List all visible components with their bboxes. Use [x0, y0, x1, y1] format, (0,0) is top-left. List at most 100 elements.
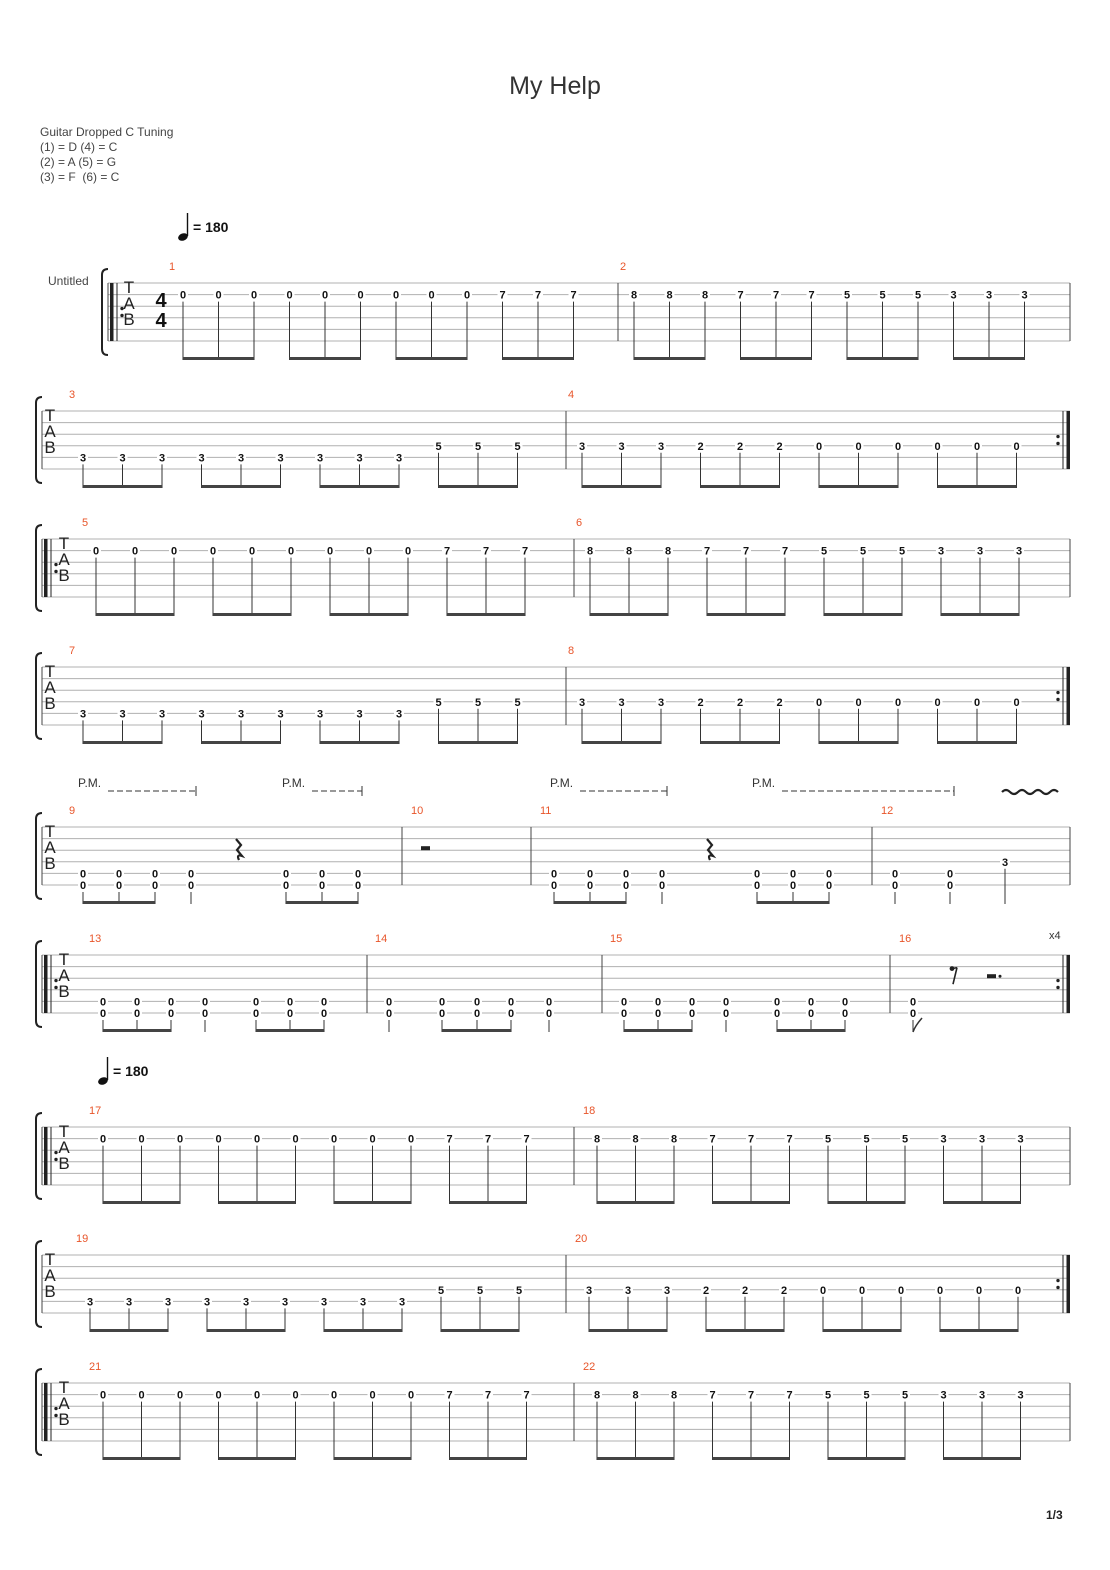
fret-number: 7 [782, 546, 788, 558]
fret-number: 0 [171, 546, 177, 558]
beam [819, 741, 898, 744]
fret-bg [114, 880, 124, 890]
fret-number: 7 [704, 546, 710, 558]
fret-bg [972, 440, 982, 451]
fret-number: 7 [499, 290, 505, 302]
fret-bg [657, 868, 667, 879]
beam [590, 613, 668, 616]
fret-number: 0 [331, 1390, 337, 1402]
fret-bg [890, 868, 900, 879]
fret-bg [275, 452, 286, 463]
fret-number: 3 [282, 1296, 288, 1308]
repeat-start-thick-bar [44, 539, 48, 597]
fret-number: 2 [776, 697, 782, 709]
fret-bg [397, 1296, 407, 1307]
fret-bg [861, 1133, 872, 1144]
fret-number: 0 [100, 1134, 106, 1146]
beam [90, 1329, 168, 1332]
fret-bg [483, 1133, 493, 1144]
fret-number: 0 [366, 546, 372, 558]
fret-number: 0 [132, 546, 138, 558]
fret-number: 3 [238, 452, 244, 464]
palm-mute-label: P.M. [282, 776, 305, 790]
fret-bg [721, 996, 731, 1007]
fret-bg [669, 1389, 679, 1400]
tuning-info: Guitar Dropped C Tuning (1) = D (4) = C … [40, 125, 173, 185]
beam [943, 1201, 1021, 1204]
fret-number: 3 [87, 1296, 93, 1308]
repeat-start-thick-bar [110, 283, 114, 341]
measure-number: 1 [169, 261, 175, 273]
fret-bg [935, 1284, 945, 1295]
fret-number: 0 [177, 1134, 183, 1146]
fret-number: 0 [910, 1008, 916, 1020]
fret-number: 0 [134, 996, 140, 1008]
measure-number: 18 [583, 1105, 595, 1117]
fret-number: 0 [826, 880, 832, 892]
fret-bg [663, 545, 673, 556]
beam [213, 613, 291, 616]
beam [103, 1029, 171, 1032]
fret-bg [945, 880, 955, 890]
fret-bg [157, 452, 167, 463]
fret-bg [664, 289, 675, 300]
dotted-half-rest [987, 974, 996, 979]
fret-number: 3 [1017, 1390, 1023, 1402]
fret-bg [657, 880, 667, 890]
fret-bg [619, 1008, 629, 1018]
beam [438, 741, 518, 744]
fret-bg [819, 545, 829, 556]
fret-number: 0 [138, 1134, 144, 1146]
fret-number: 5 [844, 290, 850, 302]
fret-bg [286, 545, 296, 556]
fret-bg [367, 1389, 378, 1400]
fret-number: 8 [594, 1390, 600, 1402]
fret-number: 7 [748, 1134, 754, 1146]
fret-bg [285, 996, 295, 1007]
fret-number: 2 [737, 697, 743, 709]
fret-number: 5 [860, 546, 866, 558]
rest-dot [998, 974, 1002, 978]
fret-bg [236, 452, 246, 463]
fret-number: 0 [910, 996, 916, 1008]
fret-bg [433, 696, 444, 707]
fret-bg [132, 996, 142, 1007]
fret-number: 7 [709, 1134, 715, 1146]
fret-number: 0 [855, 697, 861, 709]
fret-number: 3 [977, 546, 983, 558]
fret-number: 3 [658, 697, 664, 709]
fret-number: 0 [152, 880, 158, 892]
fret-bg [814, 440, 824, 451]
fret-bg [858, 545, 868, 556]
measure-number: 9 [69, 805, 75, 817]
fret-number: 0 [93, 546, 99, 558]
fret-number: 2 [776, 441, 782, 453]
beam [103, 1457, 180, 1460]
eighth-rest-stem [952, 967, 958, 985]
fret-bg [656, 696, 666, 707]
tab-clef-letter: B [58, 1410, 69, 1429]
page-number: 1/3 [1046, 1508, 1063, 1522]
fret-number: 0 [283, 868, 289, 880]
fret-bg [771, 289, 781, 300]
beam [218, 1457, 296, 1460]
fret-number: 0 [439, 996, 445, 1008]
fret-bg [1015, 1133, 1026, 1144]
tuning-line: (3) = F (6) = C [40, 170, 120, 184]
fret-number: 0 [134, 1008, 140, 1020]
fret-number: 8 [587, 546, 593, 558]
fret-number: 0 [80, 880, 86, 892]
beam [700, 741, 780, 744]
fret-bg [701, 1284, 711, 1295]
fret-number: 8 [632, 1390, 638, 1402]
beam [937, 741, 1017, 744]
fret-bg [945, 868, 955, 879]
palm-mute-label: P.M. [78, 776, 101, 790]
fret-number: 0 [689, 1008, 695, 1020]
fret-bg [900, 1133, 910, 1144]
fret-number: 5 [902, 1390, 908, 1402]
time-signature-bottom: 4 [155, 310, 167, 332]
fret-bg [857, 1284, 867, 1295]
fret-bg [315, 708, 325, 719]
measure-number: 2 [620, 261, 626, 273]
